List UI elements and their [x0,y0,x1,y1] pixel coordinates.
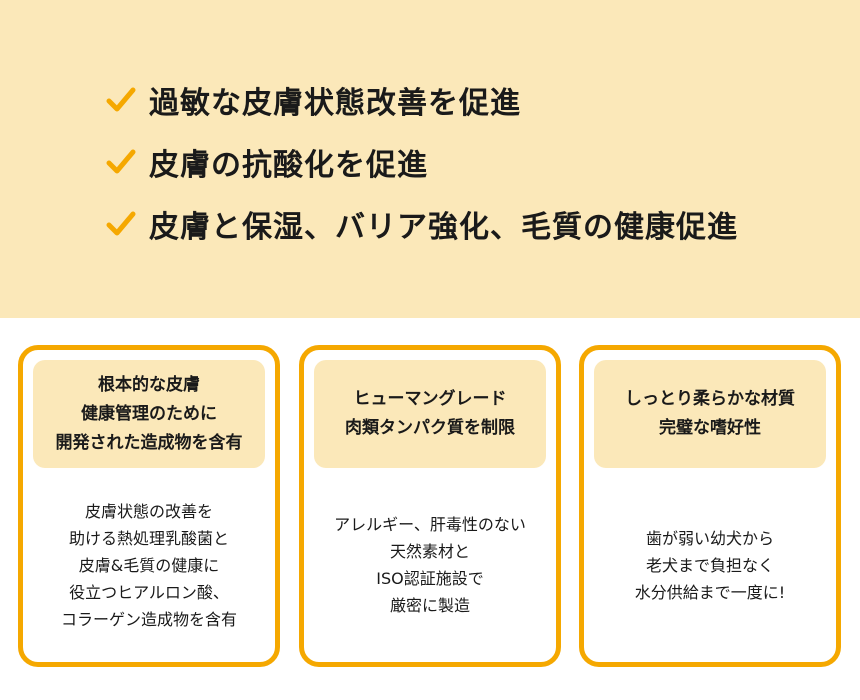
benefit-item: 皮膚と保湿、バリア強化、毛質の健康促進 [105,202,738,246]
body-line: 老犬まで負担なく [645,555,774,575]
checkmark-icon [106,211,136,236]
feature-card-skin: 根本的な皮膚 健康管理のために 開発された造成物を含有 皮膚状態の改善を 助ける… [18,345,280,667]
body-line: 天然素材と [389,542,470,561]
body-line: 皮膚&毛質の健康に [78,555,220,575]
body-line: 皮膚状態の改善を [84,501,213,521]
feature-card-texture: しっとり柔らかな材質 完璧な嗜好性 歯が弱い幼犬から 老犬まで負担なく 水分供給… [579,345,841,667]
checkmark-icon [106,87,136,112]
title-line: 根本的な皮膚 [98,374,200,395]
body-line: 歯が弱い幼犬から [645,528,774,548]
body-line: コラーゲン造成物を含有 [60,609,237,629]
title-line: 完璧な嗜好性 [659,418,761,438]
title-line: 開発された造成物を含有 [55,432,243,453]
benefit-item: 皮膚の抗酸化を促進 [105,140,428,184]
title-line: しっとり柔らかな材質 [625,389,795,409]
card-title: 根本的な皮膚 健康管理のために 開発された造成物を含有 [33,360,265,468]
title-line: 肉類タンパク質を制限 [345,418,515,438]
benefit-text: 皮膚の抗酸化を促進 [149,148,428,183]
checkmark-icon [106,149,136,174]
card-body: アレルギー、肝毒性のない 天然素材と ISO認証施設で 厳密に製造 [304,468,556,662]
feature-card-human-grade: ヒューマングレード 肉類タンパク質を制限 アレルギー、肝毒性のない 天然素材と … [299,345,561,667]
body-line: 水分供給まで一度に! [634,582,786,602]
benefit-item: 過敏な皮膚状態改善を促進 [105,78,521,122]
body-line: ISO認証施設で [376,569,484,588]
title-line: ヒューマングレード [353,389,507,409]
body-line: 助ける熱処理乳酸菌と [68,528,229,548]
card-body: 皮膚状態の改善を 助ける熱処理乳酸菌と 皮膚&毛質の健康に 役立つヒアルロン酸、… [23,468,275,662]
card-title: ヒューマングレード 肉類タンパク質を制限 [314,360,546,468]
body-line: 役立つヒアルロン酸、 [69,582,229,602]
body-line: アレルギー、肝毒性のない [334,515,526,534]
card-body: 歯が弱い幼犬から 老犬まで負担なく 水分供給まで一度に! [584,468,836,662]
card-title: しっとり柔らかな材質 完璧な嗜好性 [594,360,826,468]
benefits-panel: 過敏な皮膚状態改善を促進 皮膚の抗酸化を促進 皮膚と保湿、バリア強化、毛質の健康… [0,0,860,318]
body-line: 厳密に製造 [389,596,470,615]
benefit-text: 過敏な皮膚状態改善を促進 [149,86,521,121]
title-line: 健康管理のために [81,403,217,424]
benefit-text: 皮膚と保湿、バリア強化、毛質の健康促進 [149,210,738,245]
